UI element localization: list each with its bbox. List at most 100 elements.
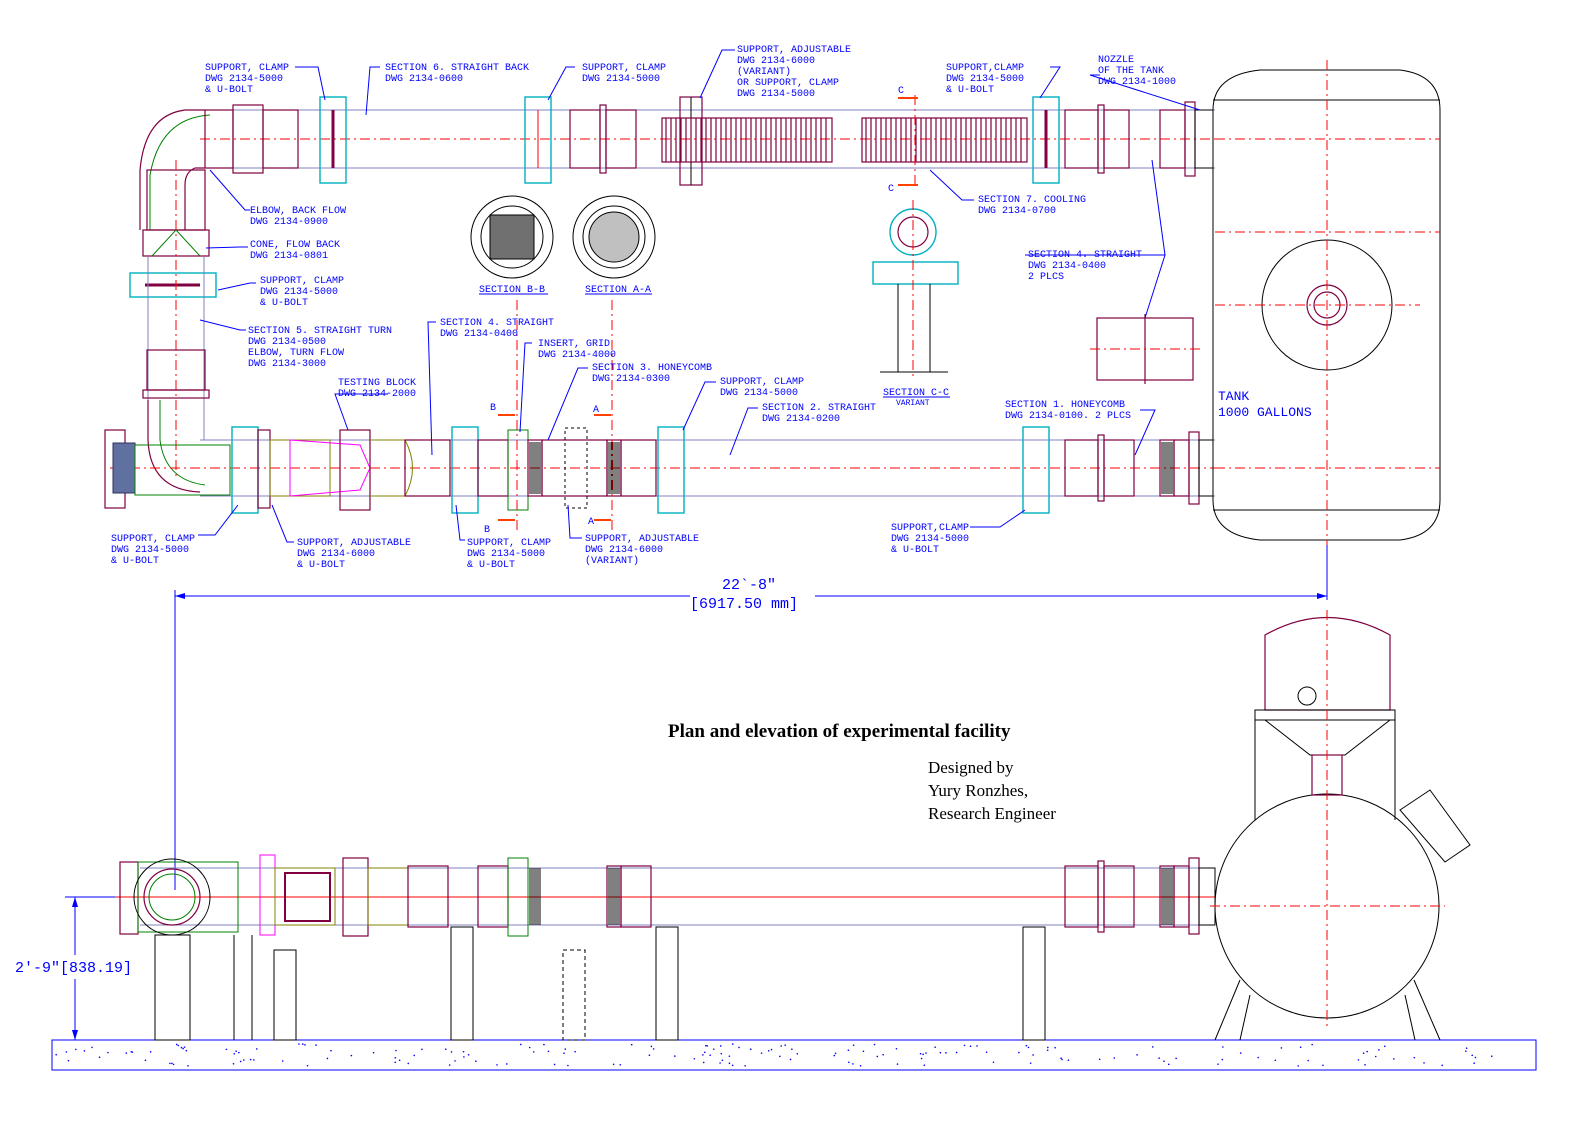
callout-14-line-1: DWG 2134-0300 <box>592 374 670 385</box>
credit-line-2: Yury Ronzhes, <box>928 781 1028 800</box>
callout-12-line-0: SECTION 4. STRAIGHT <box>440 318 554 329</box>
callout-4-line-2: & U-BOLT <box>946 85 994 96</box>
credit-line-3: Research Engineer <box>928 804 1056 823</box>
tank-elevation <box>1210 610 1471 1041</box>
drawing-title: Plan and elevation of experimental facil… <box>668 721 1011 742</box>
callout-3-line-3: OR SUPPORT, CLAMP <box>737 78 839 89</box>
tank-label-line1: TANK <box>1218 389 1249 404</box>
section-b-b-title: SECTION B-B <box>479 285 545 296</box>
callout-13-line-1: DWG 2134-4000 <box>538 350 616 361</box>
elev-honeycomb-1 <box>1161 868 1173 925</box>
tank-plan <box>1212 60 1441 550</box>
callout-7-line-1: DWG 2134-0801 <box>250 251 328 262</box>
section-markers: B B A A C C <box>484 86 904 536</box>
spare-section-4 <box>1090 314 1200 384</box>
callout-16-line-0: SECTION 2. STRAIGHT <box>762 403 876 414</box>
callout-19-line-2: & U-BOLT <box>111 556 159 567</box>
pipe-legs <box>154 926 1046 1041</box>
callout-0-line-1: DWG 2134-5000 <box>205 74 283 85</box>
callout-3-line-2: (VARIANT) <box>737 66 791 78</box>
callout-5-line-0: NOZZLE <box>1098 55 1134 66</box>
left-vertical-run <box>129 160 217 493</box>
floor-aggregate <box>55 1043 1493 1067</box>
callout-20-line-0: SUPPORT, ADJUSTABLE <box>297 538 411 549</box>
cooling-fins-right <box>861 117 1028 163</box>
callout-18-line-0: TESTING BLOCK <box>338 378 416 389</box>
callout-8-line-2: & U-BOLT <box>260 298 308 309</box>
callout-23-line-0: SUPPORT,CLAMP <box>891 523 969 534</box>
callout-9-line-1: DWG 2134-0500 <box>248 337 326 348</box>
callout-8-line-1: DWG 2134-5000 <box>260 287 338 298</box>
section-b-b-view <box>470 195 554 279</box>
callout-20-line-1: DWG 2134-6000 <box>297 549 375 560</box>
honeycomb-pattern-3b <box>608 442 620 494</box>
marker-b-top: B <box>490 403 496 414</box>
callout-21-line-2: & U-BOLT <box>467 560 515 571</box>
callout-0-line-2: & U-BOLT <box>205 85 253 96</box>
callout-16-line-1: DWG 2134-0200 <box>762 414 840 425</box>
elevation-view <box>51 610 1537 1071</box>
callout-8-line-0: SUPPORT, CLAMP <box>260 276 344 287</box>
elev-honeycomb-3b <box>608 868 620 925</box>
callout-23-line-1: DWG 2134-5000 <box>891 534 969 545</box>
callout-11-line-2: 2 PLCS <box>1028 272 1064 283</box>
cooling-fins-left <box>661 117 833 163</box>
floor-slab <box>51 1039 1537 1071</box>
height-dimension: 2'-9"[838.19] <box>12 896 137 1040</box>
callout-3-line-1: DWG 2134-6000 <box>737 56 815 67</box>
honeycomb-pattern-3 <box>529 442 541 494</box>
marker-b-bottom: B <box>484 525 490 536</box>
cooling-fins-pattern-right <box>865 118 1022 162</box>
callout-7-line-0: CONE, FLOW BACK <box>250 240 340 251</box>
callout-23-line-2: & U-BOLT <box>891 545 939 556</box>
length-metric: [6917.50 mm] <box>690 596 798 613</box>
marker-c-bottom: C <box>888 184 894 195</box>
callout-15-line-1: DWG 2134-5000 <box>720 388 798 399</box>
callout-9-line-0: SECTION 5. STRAIGHT TURN <box>248 326 392 337</box>
callout-10-line-1: DWG 2134-0700 <box>978 206 1056 217</box>
callout-0-line-0: SUPPORT, CLAMP <box>205 63 289 74</box>
callout-9-line-2: ELBOW, TURN FLOW <box>248 348 344 359</box>
callout-2-line-1: DWG 2134-5000 <box>582 74 660 85</box>
tank-label-line2: 1000 GALLONS <box>1218 405 1312 420</box>
section-titles: SECTION B-B SECTION A-A SECTION C-C VARI… <box>479 285 950 408</box>
callout-15-line-0: SUPPORT, CLAMP <box>720 377 804 388</box>
height-value: 2'-9"[838.19] <box>15 960 132 977</box>
callout-4-line-0: SUPPORT,CLAMP <box>946 63 1024 74</box>
marker-a-bottom: A <box>588 517 594 528</box>
callout-13-line-0: INSERT, GRID <box>538 339 610 350</box>
marker-c-top: C <box>898 86 904 97</box>
callout-21-line-1: DWG 2134-5000 <box>467 549 545 560</box>
callout-22-line-0: SUPPORT, ADJUSTABLE <box>585 534 699 545</box>
length-dimension: 22`-8" [6917.50 mm] <box>174 545 1328 890</box>
callout-12-line-1: DWG 2134-0400 <box>440 329 518 340</box>
section-c-c-view <box>872 200 959 380</box>
callout-1-line-0: SECTION 6. STRAIGHT BACK <box>385 63 529 74</box>
callout-6-line-0: ELBOW, BACK FLOW <box>250 206 346 217</box>
section-a-a-title: SECTION A-A <box>585 285 651 296</box>
callout-5-line-2: DWG 2134-1000 <box>1098 77 1176 88</box>
lower-pipe-run <box>104 426 1215 514</box>
callout-22-line-1: DWG 2134-6000 <box>585 545 663 556</box>
callout-19-line-0: SUPPORT, CLAMP <box>111 534 195 545</box>
callout-20-line-2: & U-BOLT <box>297 560 345 571</box>
